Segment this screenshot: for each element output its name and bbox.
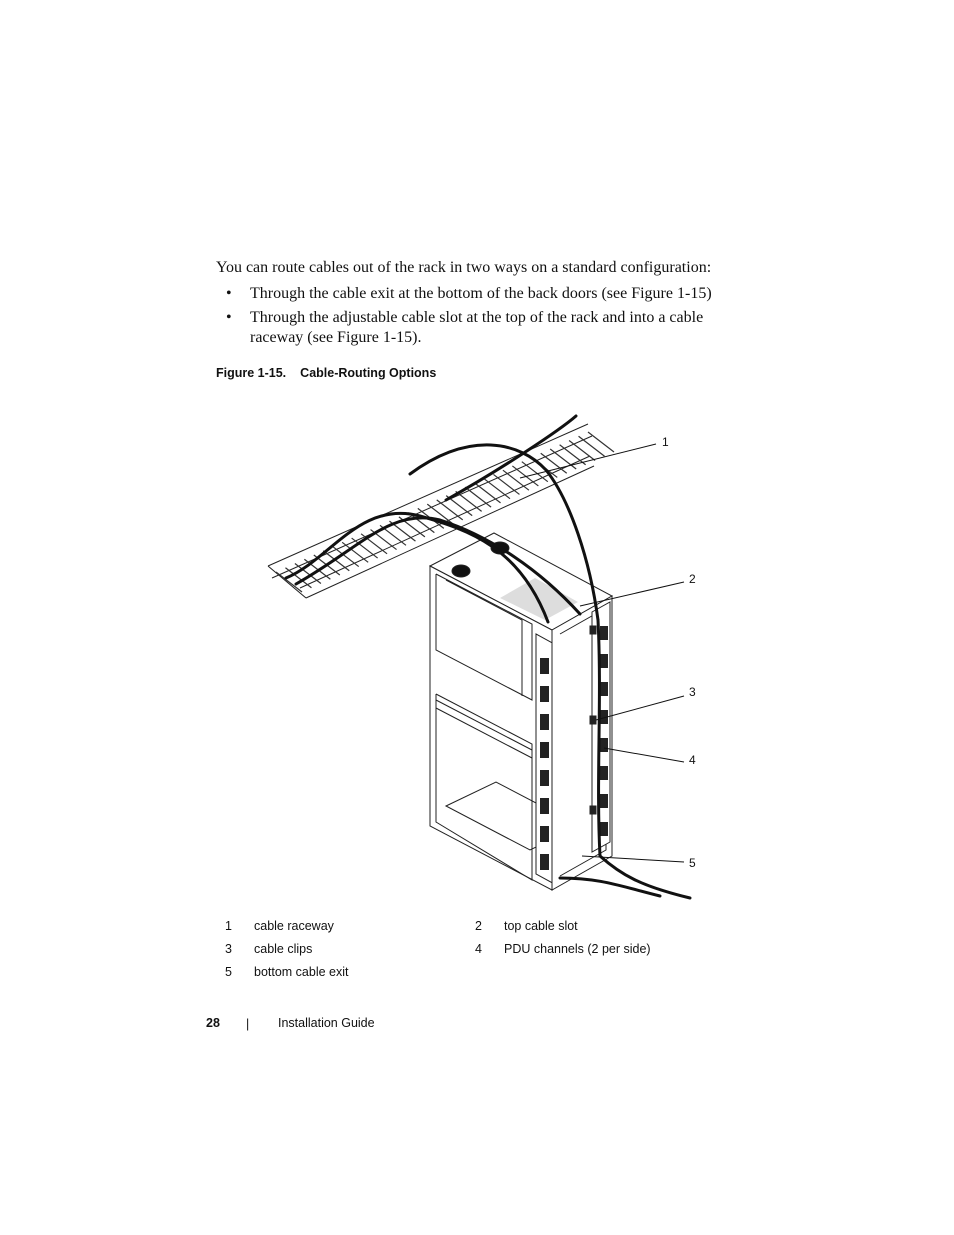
footer-separator: | <box>246 1017 250 1031</box>
bullet-marker: • <box>226 309 232 326</box>
raceway-rung <box>502 469 530 491</box>
callout-5: 5 <box>689 856 696 870</box>
raceway-rung <box>493 473 520 495</box>
pdu-outlet <box>540 714 549 730</box>
legend-number: 4 <box>475 942 482 956</box>
pdu-outlet <box>600 626 608 640</box>
raceway-rung <box>360 533 388 555</box>
callout-3: 3 <box>689 685 696 699</box>
raceway-rung <box>436 499 464 521</box>
pdu-outlet <box>540 798 549 814</box>
raceway-rung <box>341 541 369 563</box>
legend-number: 1 <box>225 919 232 933</box>
pdu-outlet <box>540 826 549 842</box>
raceway-rung <box>407 512 435 534</box>
pdu-outlet <box>600 766 608 780</box>
legend-number: 3 <box>225 942 232 956</box>
callout-1: 1 <box>662 435 669 449</box>
intro-paragraph: You can route cables out of the rack in … <box>216 259 712 276</box>
raceway-rung <box>351 537 379 559</box>
pdu-outlet <box>600 710 608 724</box>
raceway-rung <box>578 435 605 457</box>
legend-label: top cable slot <box>504 919 578 933</box>
legend-number: 5 <box>225 965 232 979</box>
raceway-rung <box>332 546 360 568</box>
figure-caption: Figure 1-15. Cable-Routing Options <box>216 366 436 380</box>
pdu-outlet <box>540 770 549 786</box>
figure-title: Cable-Routing Options <box>300 366 437 380</box>
bullet-marker: • <box>226 285 232 302</box>
raceway-rung <box>294 563 322 584</box>
pdu-outlet <box>540 658 549 674</box>
pdu-outlet <box>600 794 608 808</box>
raceway-rung <box>455 490 483 512</box>
cables-drawing <box>284 414 692 900</box>
footer-guide-title: Installation Guide <box>278 1016 375 1030</box>
raceway-rung <box>559 444 587 466</box>
raceway-rung <box>275 571 303 593</box>
raceway-rung <box>568 440 596 461</box>
callout-leader-lines <box>519 443 685 863</box>
raceway-rung <box>474 482 501 504</box>
legend-label: cable clips <box>254 942 313 956</box>
raceway-rung <box>483 478 511 500</box>
pdu-outlet <box>540 742 549 758</box>
raceway-rung <box>521 461 549 483</box>
pdu-outlet <box>540 854 549 870</box>
bullet-text: Through the cable exit at the bottom of … <box>250 285 712 302</box>
legend-label: bottom cable exit <box>254 965 349 979</box>
raceway-rung <box>322 550 350 572</box>
raceway-rung <box>426 503 454 525</box>
cable-routing-illustration: 1 2 3 4 5 <box>267 414 696 900</box>
pdu-outlet <box>540 686 549 702</box>
pdu-outlet <box>600 654 608 668</box>
legend-label: cable raceway <box>254 919 334 933</box>
raceway-rung <box>540 452 568 474</box>
callout-2: 2 <box>689 572 696 586</box>
legend-label: PDU channels (2 per side) <box>504 942 651 956</box>
legend-number: 2 <box>475 919 482 933</box>
raceway-rung <box>303 558 331 580</box>
pdu-outlet <box>600 822 608 836</box>
callout-4: 4 <box>689 753 696 767</box>
raceway-rung <box>464 486 492 508</box>
cable-raceway-drawing <box>267 423 615 599</box>
raceway-rung <box>285 567 312 589</box>
pdu-outlet <box>600 682 608 696</box>
rack-drawing <box>428 532 614 891</box>
page-number: 28 <box>206 1016 220 1030</box>
raceway-rung <box>549 448 577 470</box>
raceway-rung <box>511 465 539 487</box>
raceway-rung <box>587 431 615 453</box>
figure-label: Figure 1-15. <box>216 366 287 380</box>
bullet-text: Through the adjustable cable slot at the… <box>250 309 704 346</box>
pdu-outlet <box>600 738 608 752</box>
